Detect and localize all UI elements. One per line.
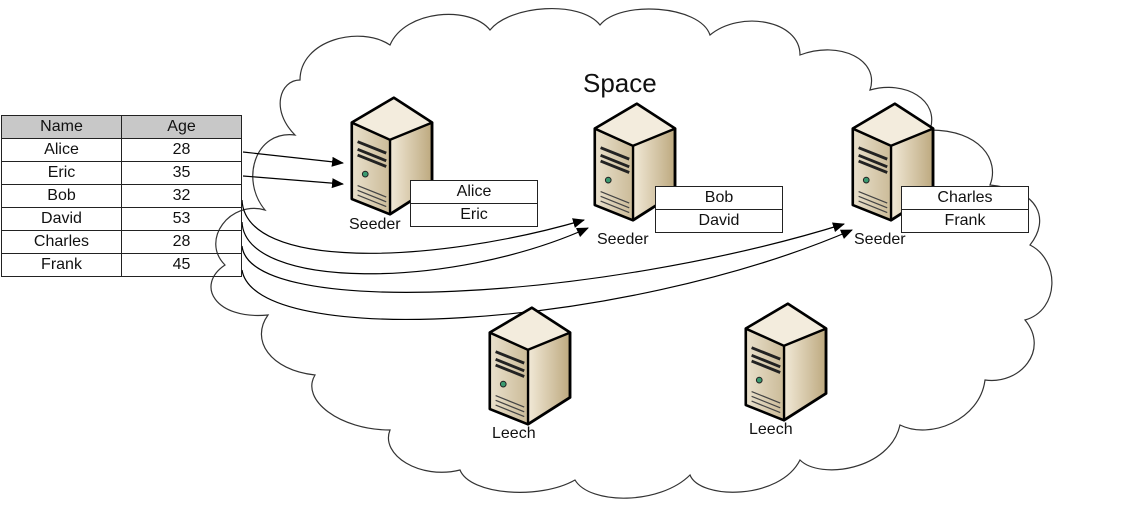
cell-name: Bob bbox=[1, 184, 122, 208]
node-label-seeder-3: Seeder bbox=[854, 231, 906, 248]
server-icon-leech-1 bbox=[488, 306, 572, 426]
node-label-seeder-2: Seeder bbox=[597, 231, 649, 248]
header-age: Age bbox=[121, 115, 242, 139]
cell-age: 28 bbox=[121, 138, 242, 162]
cell-name: Eric bbox=[1, 161, 122, 185]
data-item: Bob bbox=[655, 186, 783, 210]
node-label-leech-2: Leech bbox=[749, 421, 793, 438]
arrow-alice bbox=[242, 151, 344, 167]
server-icon-leech-2 bbox=[744, 302, 828, 422]
space-title: Space bbox=[583, 68, 657, 98]
node-data-seeder-3: Charles Frank bbox=[901, 186, 1029, 233]
header-name: Name bbox=[1, 115, 122, 139]
arrow-charles bbox=[241, 222, 845, 293]
arrow-frank bbox=[241, 229, 853, 320]
cell-name: Frank bbox=[1, 253, 122, 277]
node-label-leech-1: Leech bbox=[492, 425, 536, 442]
cell-name: Alice bbox=[1, 138, 122, 162]
cell-age: 35 bbox=[121, 161, 242, 185]
cell-age: 53 bbox=[121, 207, 242, 231]
cell-age: 32 bbox=[121, 184, 242, 208]
cell-age: 28 bbox=[121, 230, 242, 254]
cell-age: 45 bbox=[121, 253, 242, 277]
data-item: Frank bbox=[901, 209, 1029, 233]
arrow-david bbox=[241, 221, 589, 275]
data-item: David bbox=[655, 209, 783, 233]
arrow-bob bbox=[241, 199, 585, 254]
node-data-seeder-1: Alice Eric bbox=[410, 180, 538, 227]
data-item: Alice bbox=[410, 180, 538, 204]
data-item: Charles bbox=[901, 186, 1029, 210]
arrow-eric bbox=[242, 175, 344, 189]
node-data-seeder-2: Bob David bbox=[655, 186, 783, 233]
node-label-seeder-1: Seeder bbox=[349, 216, 401, 233]
table-header-row: Name Age bbox=[1, 115, 242, 139]
data-item: Eric bbox=[410, 203, 538, 227]
cell-name: Charles bbox=[1, 230, 122, 254]
cell-name: David bbox=[1, 207, 122, 231]
